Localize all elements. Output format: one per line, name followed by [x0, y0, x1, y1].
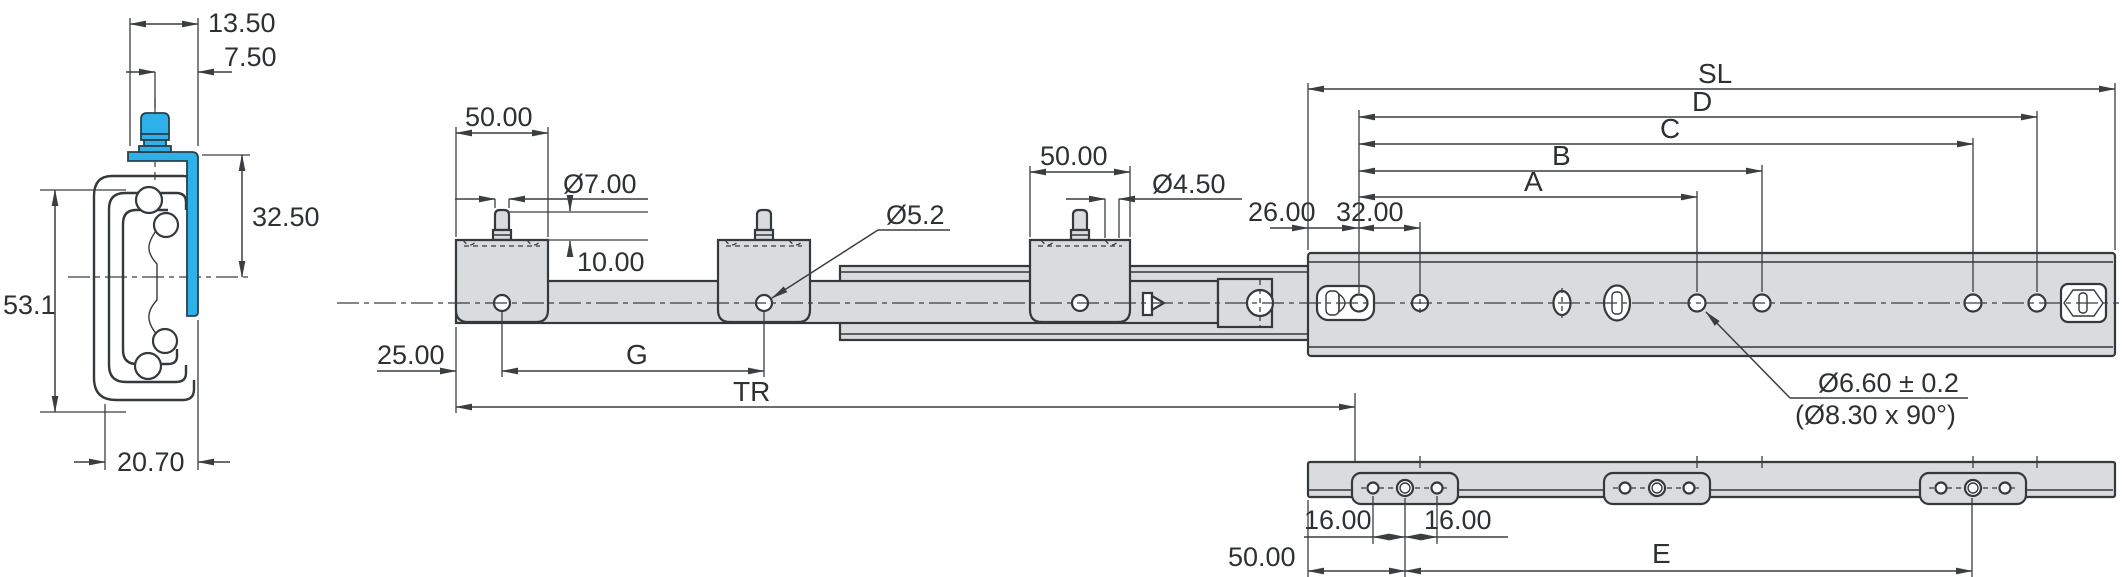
dim-label: 26.00 — [1248, 197, 1316, 227]
mounting-bracket-blue — [127, 112, 199, 317]
dim-stud-small-dia: Ø4.50 — [1066, 169, 1242, 238]
dim-label: 50.00 — [1228, 542, 1296, 572]
block-3-body — [1028, 238, 1132, 324]
dim-label: 50.00 — [465, 102, 533, 132]
stud-2-body — [755, 208, 773, 232]
dim-label: 16.00 — [1424, 505, 1492, 535]
callout-line-1: Ø6.60 ± 0.2 — [1818, 368, 1959, 398]
stud-1-body — [493, 208, 511, 232]
dim-stud-height: 10.00 — [509, 194, 648, 277]
callout-line-2: (Ø8.30 x 90°) — [1795, 400, 1956, 430]
dim-d: D — [1358, 86, 2038, 293]
stud-base — [138, 145, 172, 153]
side-view: 50.00 Ø7.00 10.00 Ø5.2 — [337, 58, 2119, 468]
dim-label: 50.00 — [1040, 141, 1108, 171]
section-view: 13.50 7.50 32.50 53.1 20.70 — [3, 8, 320, 477]
dim-stud-offset: 7.50 — [126, 42, 277, 108]
dim-c: C — [1358, 113, 1974, 292]
intermediate-member-profile — [107, 191, 188, 384]
dim-first-hole: 25.00 — [377, 312, 503, 413]
stud-body — [140, 112, 170, 135]
bracket-3-hole-left — [1934, 481, 1948, 495]
dim-block3-width: 50.00 — [1029, 141, 1131, 237]
bracket-plate — [127, 151, 199, 317]
ball-top-right — [152, 211, 180, 239]
dim-block1-width: 50.00 — [455, 102, 549, 237]
dim-label: 25.00 — [377, 340, 445, 370]
bracket-3-hole-right — [1998, 481, 2012, 495]
bracket-2-hole-right — [1682, 481, 1696, 495]
dim-label: 13.50 — [208, 8, 276, 38]
ball-bottom-right — [151, 327, 179, 355]
dim-a: A — [1358, 166, 1698, 292]
dim-e: E — [1404, 498, 1973, 577]
dim-label: A — [1524, 166, 1543, 197]
dim-label: B — [1552, 140, 1571, 171]
callout-block-hole: Ø5.2 — [771, 200, 950, 299]
stud-3-body — [1071, 208, 1089, 232]
dim-end-to-hole: 50.00 — [1228, 500, 1406, 577]
dim-label: C — [1660, 113, 1680, 144]
block-1-body — [454, 238, 550, 324]
hole-position-ticks — [1419, 456, 2038, 468]
dim-g: G — [501, 312, 765, 377]
dim-label: D — [1692, 86, 1712, 117]
dim-sl: SL — [1307, 58, 2116, 250]
mounting-block-3 — [1028, 208, 1132, 324]
dim-label: TR — [733, 376, 770, 407]
block-2-body — [716, 238, 812, 324]
dim-tr: TR — [455, 376, 1356, 468]
rail-bracket-3 — [1918, 471, 2028, 506]
inner-member-profile — [121, 208, 179, 366]
cabinet-rail-bottom-view: 16.00 16.00 50.00 E — [1228, 456, 2117, 577]
slide-cross-section — [92, 174, 196, 402]
outer-rail — [1306, 251, 2117, 358]
dim-label: 32.00 — [1336, 197, 1404, 227]
dim-label: SL — [1698, 58, 1732, 89]
bracket-2-hole-left — [1618, 481, 1632, 495]
mounting-block-1 — [454, 208, 550, 324]
cabinet-rail-body — [1306, 460, 2117, 499]
dim-label: Ø4.50 — [1152, 169, 1226, 199]
dim-left-pitch: 16.00 — [1304, 496, 1406, 577]
dim-top-width: 13.50 — [129, 8, 276, 146]
dim-right-pitch: 16.00 — [1404, 496, 1508, 544]
dim-label: 16.00 — [1304, 505, 1372, 535]
dim-label: 53.1 — [3, 290, 56, 320]
dim-label: Ø5.2 — [886, 200, 945, 230]
dim-label: Ø7.00 — [563, 169, 637, 199]
dim-hole-pitch: 32.00 — [1336, 197, 1421, 292]
dim-stud-large-dia: Ø7.00 — [455, 169, 648, 208]
dim-end-offset: 26.00 — [1248, 197, 1359, 232]
mounting-block-2 — [716, 208, 812, 324]
dim-label: 20.70 — [117, 447, 185, 477]
bracket-1-hole-right — [1430, 481, 1444, 495]
rail-bracket-2 — [1602, 471, 1712, 506]
dim-label: G — [626, 339, 648, 370]
outer-rail-body — [1306, 251, 2117, 358]
ball-top-left — [134, 185, 164, 215]
bracket-1-hole-left — [1366, 481, 1380, 495]
dim-label: 32.50 — [252, 202, 320, 232]
ball-bottom-left — [133, 351, 163, 381]
dim-flange-height: 32.50 — [202, 154, 320, 278]
dim-label: 10.00 — [577, 247, 645, 277]
callout-rail-hole: Ø6.60 ± 0.2 (Ø8.30 x 90°) — [1705, 311, 1968, 430]
member-web-line — [148, 227, 159, 337]
dim-b: B — [1358, 140, 1763, 292]
dim-bottom-width: 20.70 — [74, 320, 230, 477]
dim-label: 7.50 — [224, 42, 277, 72]
dim-overall-height: 53.1 — [3, 189, 126, 413]
dim-label: E — [1652, 538, 1671, 569]
